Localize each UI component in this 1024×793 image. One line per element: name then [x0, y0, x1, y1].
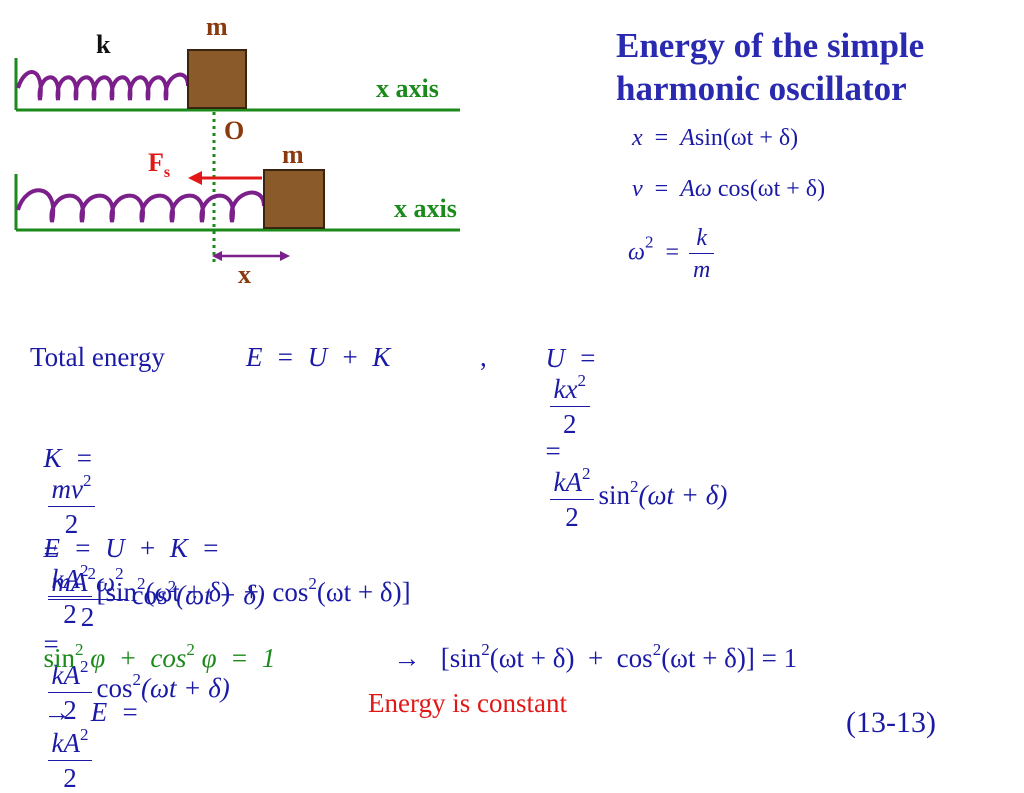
top-mass — [187, 49, 247, 109]
bottom-spring — [16, 188, 266, 223]
spring-label: k — [96, 30, 111, 59]
energy-constant-note: Energy is constant — [368, 688, 567, 718]
spring-mass-diagram — [14, 49, 460, 262]
total-energy-label: Total energy — [30, 342, 165, 372]
velocity-equation: v = Aω cos(ωt + δ) — [632, 176, 826, 202]
trig-identity: sin2 φ + cos2 φ = 1 — [43, 640, 276, 673]
origin-label: O — [224, 116, 245, 145]
displacement-arrowhead-right — [280, 251, 290, 261]
bottom-mass — [263, 169, 325, 229]
axis-label-bottom: x axis — [394, 194, 457, 223]
mass-label-bottom: m — [282, 140, 304, 169]
force-subscript: s — [163, 164, 171, 182]
position-equation: x = Asin(ωt + δ) — [632, 125, 799, 151]
force-arrowhead — [188, 171, 202, 185]
total-energy-equation: E = U + K — [246, 342, 391, 372]
slide-title: Energy of the simple harmonic oscillator — [616, 26, 925, 108]
displacement-arrowhead-left — [212, 251, 222, 261]
equation-number: (13-13) — [846, 706, 936, 739]
force-label: Fs — [148, 148, 171, 182]
identity-applied: → [sin2(ωt + δ) + cos2(ωt + δ)] = 1 — [393, 640, 798, 673]
mass-label-top: m — [206, 12, 228, 41]
comma: , — [480, 342, 487, 372]
axis-label-top: x axis — [376, 74, 439, 103]
top-spring — [16, 70, 190, 101]
displacement-label: x — [238, 260, 251, 289]
